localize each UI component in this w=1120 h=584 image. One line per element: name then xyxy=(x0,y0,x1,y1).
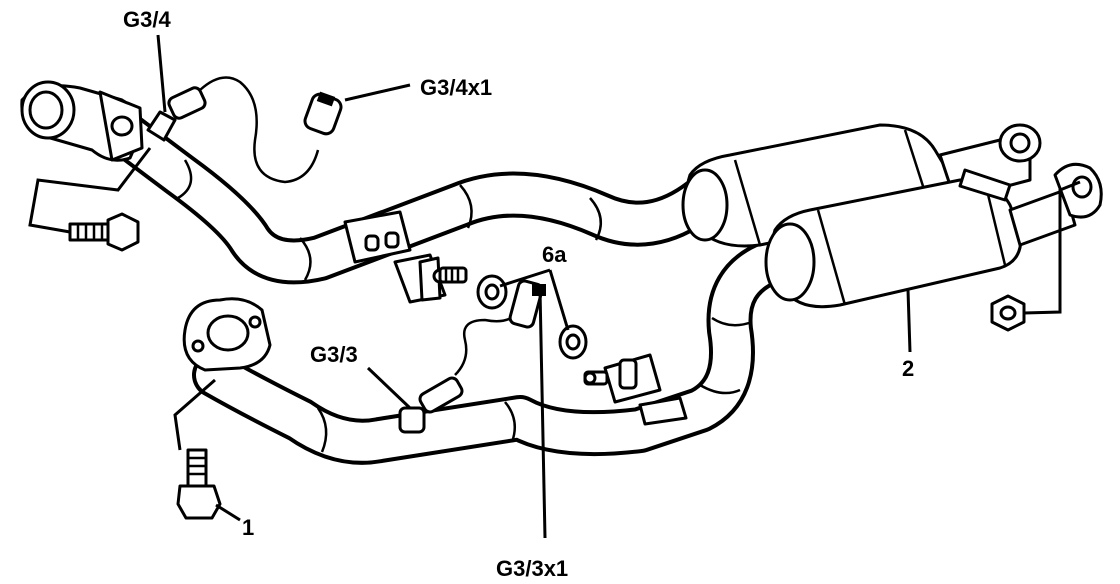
label-g33: G3/3 xyxy=(310,342,358,367)
lower-inlet-flange xyxy=(182,297,272,372)
upper-pipe-hanger xyxy=(343,210,412,264)
callout-leaders xyxy=(28,34,1081,539)
upper-inlet-flange xyxy=(20,80,144,162)
hanger-clamp-right xyxy=(583,353,662,404)
lower-o2-sensor xyxy=(398,309,522,434)
lower-exhaust-pipe xyxy=(192,239,793,465)
label-part-2: 2 xyxy=(902,356,914,381)
upper-o2-sensor xyxy=(146,76,320,184)
label-g34x1: G3/4x1 xyxy=(420,75,492,100)
label-part-1: 1 xyxy=(242,515,254,540)
label-6a: 6a xyxy=(542,242,567,267)
lower-catalytic-converter xyxy=(764,162,1103,309)
lower-pipe-bracket xyxy=(638,396,688,426)
upper-exhaust-pipe xyxy=(97,107,723,285)
lower-flange-bolt xyxy=(176,448,222,520)
label-g34: G3/4 xyxy=(123,7,171,32)
converter-nut xyxy=(990,294,1026,332)
rubber-mount-6a xyxy=(476,274,588,360)
lower-o2-connector xyxy=(508,279,546,329)
converter-bracket xyxy=(958,168,1012,202)
upper-o2-connector xyxy=(303,91,343,136)
hanger-clamp-left xyxy=(393,253,468,304)
upper-flange-bolt xyxy=(68,212,140,252)
label-g33x1: G3/3x1 xyxy=(496,556,568,581)
